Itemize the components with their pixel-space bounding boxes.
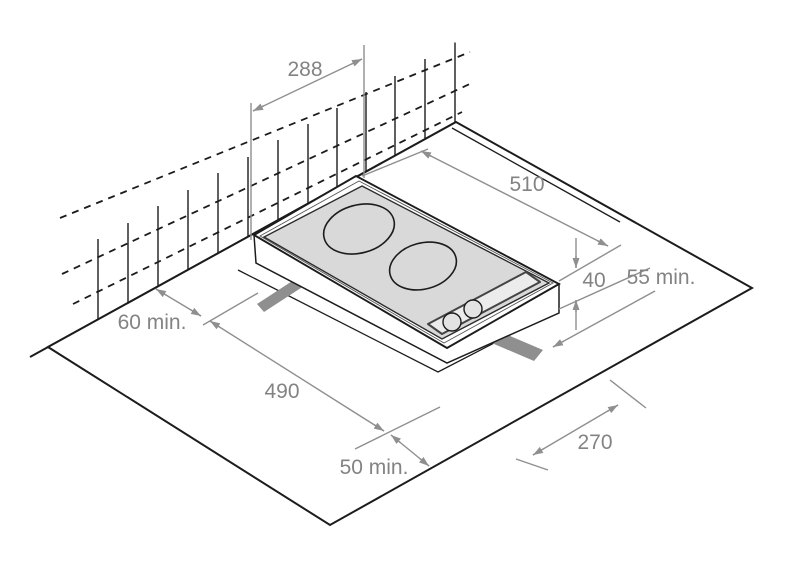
dim-270-line <box>532 404 619 456</box>
dim-490-cutout-length: 490 <box>202 292 441 450</box>
dim-490-extension-top <box>202 292 259 326</box>
dim-40-label: 40 <box>582 269 605 292</box>
dim-490-label: 490 <box>264 380 299 403</box>
wall-dashed-lines <box>59 51 475 305</box>
dim-270-extension-top <box>609 379 647 409</box>
dim-288-hob-width: 288 <box>250 45 365 240</box>
dim-510-label: 510 <box>509 173 544 196</box>
dim-40-reference-line <box>558 267 651 310</box>
dim-50min-label: 50 min. <box>340 456 409 479</box>
burner-rear <box>322 203 396 255</box>
dim-55min-label: 55 min. <box>627 266 696 289</box>
dim-490-extension-bottom <box>354 406 441 450</box>
dim-510-line <box>420 150 609 247</box>
dim-288-label: 288 <box>287 58 322 81</box>
control-knob-right <box>463 299 483 319</box>
dim-55min-clearance-right: 55 min. <box>552 266 696 348</box>
dim-270-label: 270 <box>577 431 612 454</box>
cutout-gap-left <box>257 276 307 312</box>
dim-60min-wall-clearance: 60 min. <box>118 288 202 334</box>
dim-270-cutout-width: 270 <box>515 379 647 471</box>
hob <box>252 174 561 364</box>
dim-490-line <box>209 320 385 432</box>
dim-50min-front-clearance: 50 min. <box>340 434 430 479</box>
dim-288-line <box>252 58 363 112</box>
dim-510-extension-top <box>361 148 429 177</box>
countertop-back-edge-line <box>451 127 621 223</box>
burner-front <box>388 241 458 291</box>
dim-55min-line <box>552 290 656 348</box>
dim-510-hob-depth: 510 <box>361 148 622 282</box>
dimensions: 288 510 40 55 min. 60 min. <box>118 45 696 479</box>
dim-270-extension-bottom <box>515 458 549 471</box>
hob-rim-inner-edge <box>259 180 554 344</box>
dim-60min-label: 60 min. <box>118 311 187 334</box>
dim-40-build-in-height: 40 <box>558 238 651 330</box>
dim-510-extension-bottom <box>558 244 622 282</box>
control-knob-left <box>442 312 462 332</box>
